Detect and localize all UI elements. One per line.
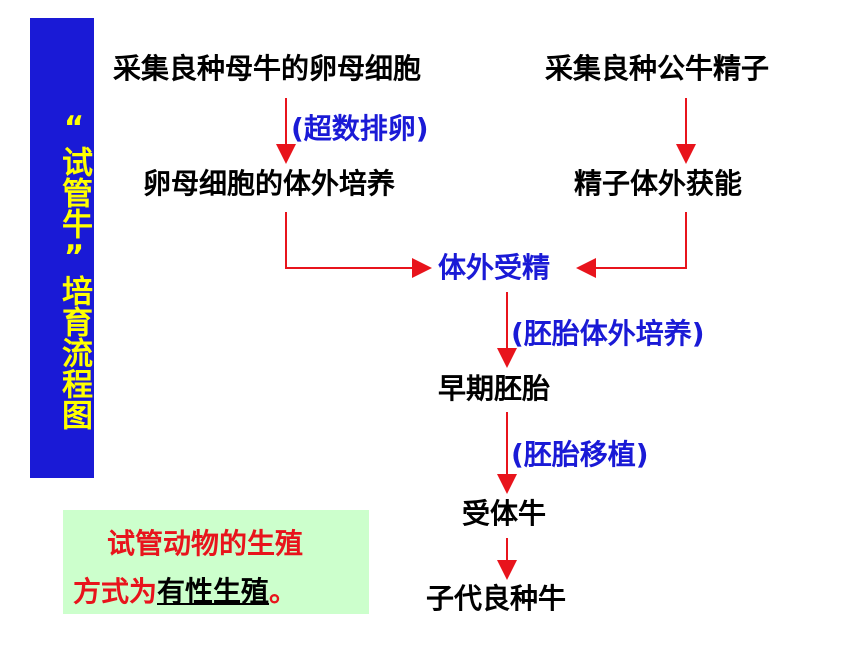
note-answer: 有性生殖 [157, 575, 270, 608]
title-banner: “试管牛”培育流程图 [30, 18, 94, 478]
node-oocyte-culture: 卵母细胞的体外培养 [143, 167, 396, 200]
node-recipient: 受体牛 [462, 497, 547, 530]
note-line2: 方式为有性生殖。 [73, 570, 297, 610]
note-line1: 试管动物的生殖 [107, 527, 304, 560]
node-sperm-capacitation: 精子体外获能 [574, 167, 743, 200]
node-bull-sperm: 采集良种公牛精子 [545, 52, 770, 85]
node-fertilization: 体外受精 [438, 251, 551, 284]
node-offspring: 子代良种牛 [426, 582, 567, 615]
node-early-embryo: 早期胚胎 [438, 372, 551, 405]
arrow-oocyte-to-fertilization [285, 212, 432, 278]
step-embryo-culture: (胚胎体外培养) [511, 317, 705, 350]
arrow-sperm-to-fertilization [576, 212, 687, 278]
note-prefix: 方式为 [73, 575, 158, 608]
node-cow-oocyte: 采集良种母牛的卵母细胞 [113, 52, 422, 85]
step-superovulation: (超数排卵) [291, 112, 429, 145]
note-box: 试管动物的生殖 方式为有性生殖。 [63, 510, 369, 614]
note-suffix: 。 [269, 575, 298, 608]
step-embryo-transfer: (胚胎移植) [511, 438, 649, 471]
title-text: “试管牛”培育流程图 [56, 110, 92, 430]
